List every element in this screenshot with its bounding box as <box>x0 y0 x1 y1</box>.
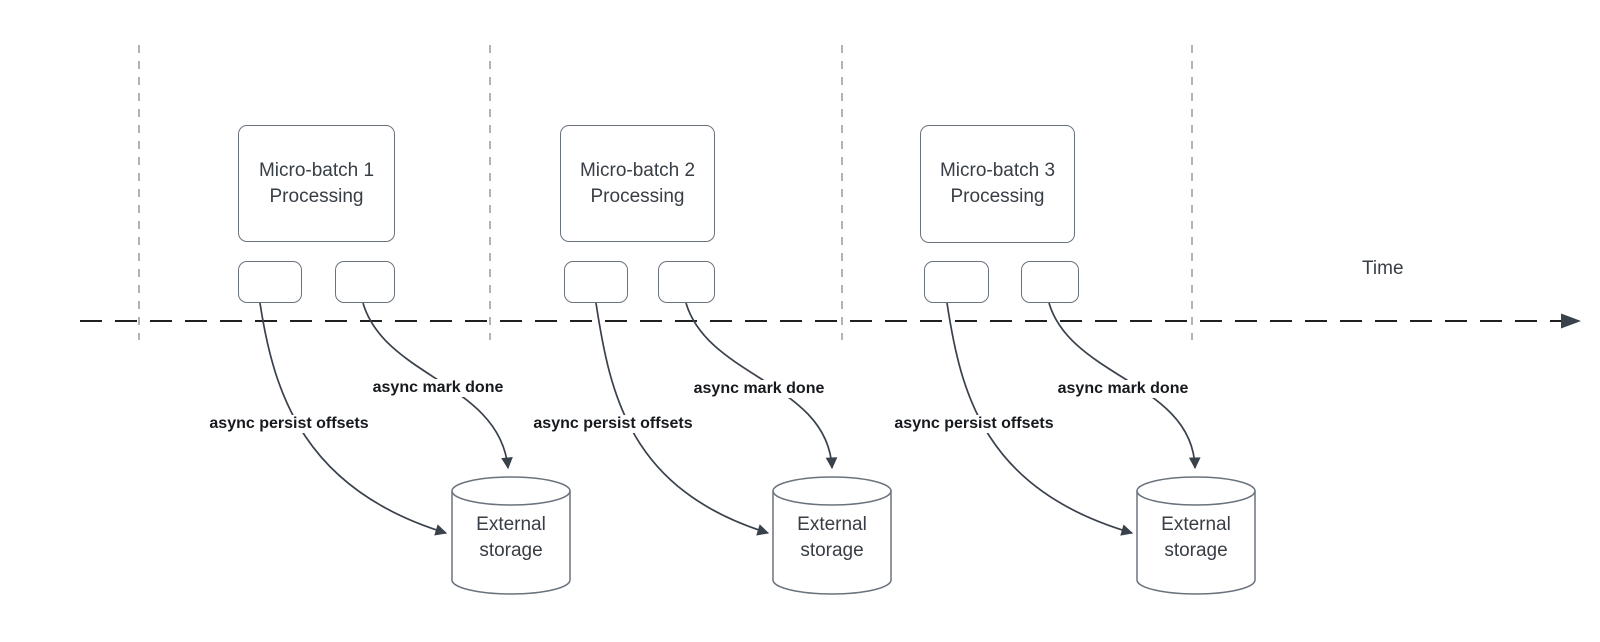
persist-offsets-arrow-1 <box>259 302 448 536</box>
time-axis-arrowhead <box>1561 313 1581 329</box>
external-storage-cylinder-2 <box>772 476 892 595</box>
persist-offsets-arrow-3 <box>946 302 1134 536</box>
mark-done-arrow-2 <box>685 302 838 470</box>
external-storage-cylinder-1 <box>451 476 571 595</box>
mark-done-arrow-3 <box>1048 302 1201 470</box>
external-storage-cylinder-3 <box>1136 476 1256 595</box>
mark-done-arrow-1 <box>362 302 513 470</box>
persist-offsets-arrow-2 <box>595 302 770 536</box>
